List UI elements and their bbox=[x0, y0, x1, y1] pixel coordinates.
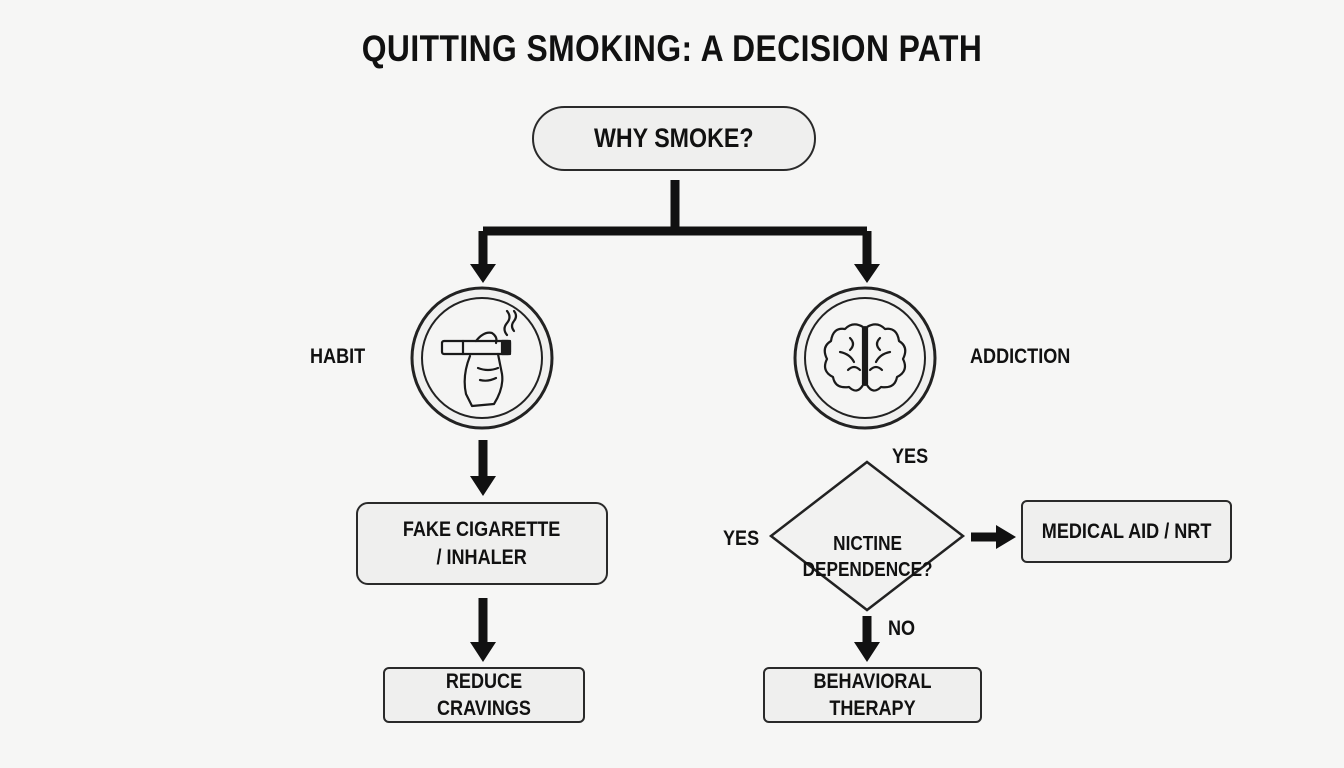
behavioral-therapy-text: BEHAVIORAL THERAPY bbox=[813, 669, 932, 720]
reduce-cravings-text: REDUCE CRAVINGS bbox=[436, 669, 531, 720]
decision-diamond bbox=[768, 460, 966, 612]
reduce-cravings-box: REDUCE CRAVINGS bbox=[383, 667, 585, 723]
addiction-label: ADDICTION bbox=[970, 345, 1071, 368]
arrow-to-reduce-cravings bbox=[470, 642, 496, 662]
no-label: NO bbox=[888, 617, 916, 640]
arrow-to-addiction bbox=[854, 264, 880, 283]
trunk-connector bbox=[478, 180, 872, 266]
habit-circle bbox=[410, 286, 554, 430]
yes-top-label: YES bbox=[892, 445, 929, 468]
habit-label: HABIT bbox=[310, 345, 366, 368]
arrow-to-behavioral-therapy bbox=[854, 642, 880, 662]
diagram-title: QUITTING SMOKING: A DECISION PATH bbox=[361, 28, 983, 69]
arrow-to-fake-cigarette bbox=[470, 476, 496, 496]
arrow-to-medical-aid bbox=[996, 525, 1016, 549]
yes-left-label: YES bbox=[723, 527, 760, 550]
hand-cigarette-icon bbox=[440, 309, 518, 408]
start-node-label: WHY SMOKE? bbox=[594, 122, 754, 153]
decision-question: NICTINE DEPENDENCE? bbox=[803, 533, 933, 581]
start-node: WHY SMOKE? bbox=[532, 106, 816, 171]
decision-text: NICTINE DEPENDENCE? bbox=[770, 505, 966, 583]
behavioral-therapy-box: BEHAVIORAL THERAPY bbox=[763, 667, 982, 723]
arrow-to-habit bbox=[470, 264, 496, 283]
fake-cigarette-inhaler-text: FAKE CIGARETTE / INHALER bbox=[403, 518, 561, 569]
medical-aid-nrt-box: MEDICAL AID / NRT bbox=[1021, 500, 1232, 563]
brain-icon bbox=[823, 323, 907, 392]
fake-cigarette-inhaler-box: FAKE CIGARETTE / INHALER bbox=[356, 502, 608, 585]
medical-aid-nrt-text: MEDICAL AID / NRT bbox=[1041, 519, 1212, 543]
